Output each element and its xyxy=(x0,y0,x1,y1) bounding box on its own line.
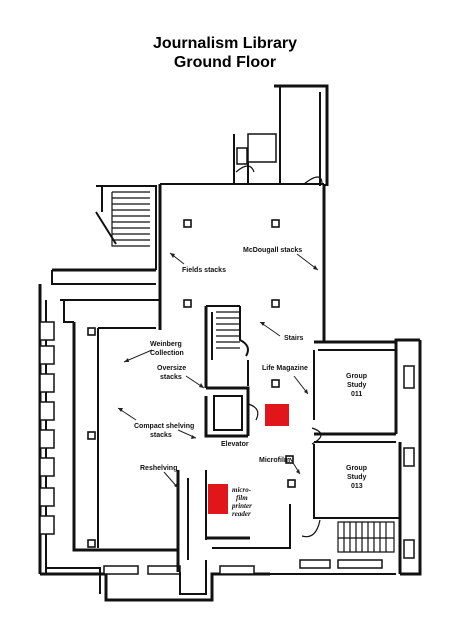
label-printer: printer xyxy=(231,502,252,510)
label-group-013-c: 013 xyxy=(351,483,363,490)
label-life-magazine: Life Magazine xyxy=(262,365,308,372)
south-walls xyxy=(40,470,396,602)
label-arrows xyxy=(117,252,319,489)
life-magazine-marker xyxy=(265,404,289,426)
label-oversize-stacks: stacks xyxy=(160,374,182,381)
label-film: film xyxy=(236,494,248,502)
columns xyxy=(87,219,296,548)
label-weinberg: Weinberg xyxy=(150,341,182,348)
central-core xyxy=(204,305,259,438)
label-compact-shelving: Compact shelving xyxy=(134,423,194,430)
map-title-line2: Ground Floor xyxy=(173,54,277,71)
label-group-013-b: Study xyxy=(347,474,367,481)
label-collection: Collection xyxy=(150,350,184,357)
map-title-line1: Journalism Library xyxy=(152,35,298,52)
west-windows xyxy=(39,321,55,535)
label-group-011-a: Group xyxy=(346,373,367,380)
label-group-013-a: Group xyxy=(346,465,367,472)
label-group-011-c: 011 xyxy=(351,391,362,398)
east-rooms xyxy=(299,338,422,576)
label-reader: reader xyxy=(232,510,251,518)
outer-walls xyxy=(38,184,326,574)
label-microfilm: Microfilm xyxy=(259,457,290,464)
label-fields-stacks: Fields stacks xyxy=(182,267,226,274)
label-micro: micro- xyxy=(232,486,252,494)
label-reshelving: Reshelving xyxy=(140,465,177,472)
label-compact-stacks: stacks xyxy=(150,432,172,439)
label-group-011-b: Study xyxy=(347,382,367,389)
label-mcdougall-stacks: McDougall stacks xyxy=(243,247,302,254)
microfilm-printer-reader-marker xyxy=(208,484,228,514)
label-oversize: Oversize xyxy=(157,365,186,372)
label-stairs: Stairs xyxy=(284,335,304,342)
north-tower xyxy=(160,84,329,186)
label-elevator: Elevator xyxy=(221,441,249,448)
